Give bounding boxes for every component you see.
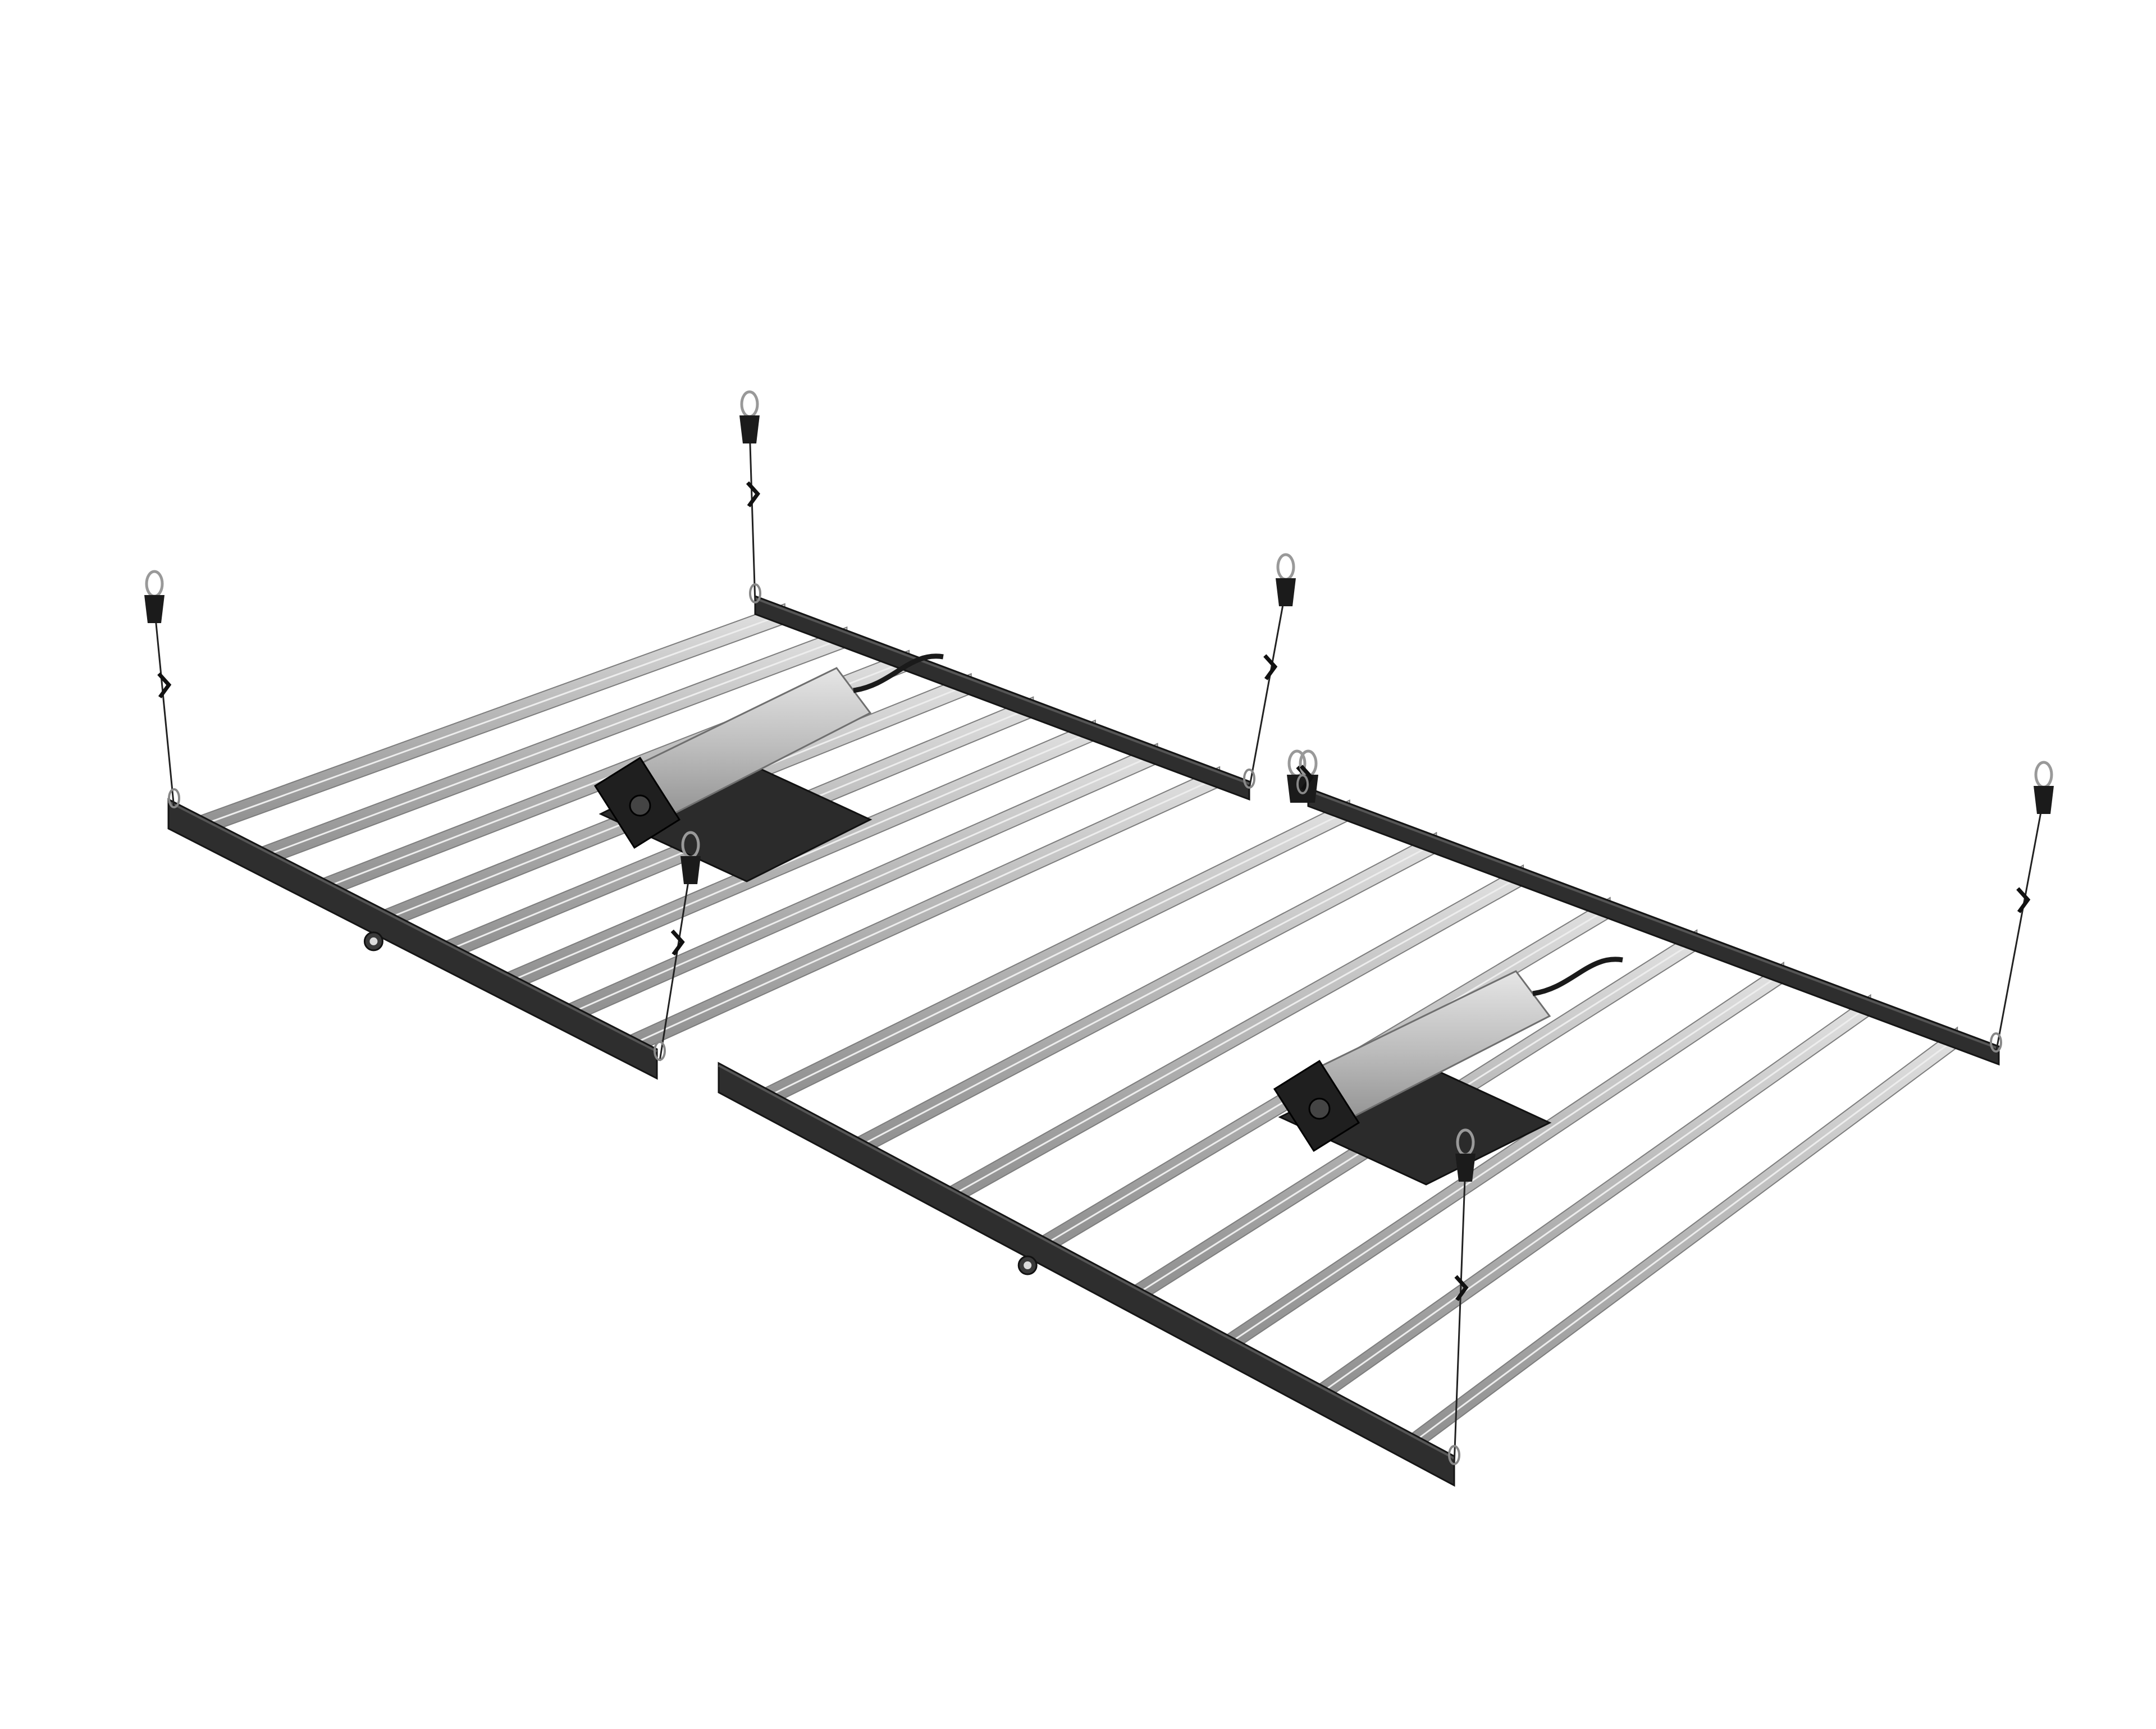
hanger-hook (1276, 553, 1295, 581)
ratchet-pulley (1298, 775, 1318, 803)
led-bar-highlight (762, 809, 1350, 1100)
hanger-carabiner (749, 583, 761, 603)
rope-hanger-group (1287, 749, 2054, 1466)
rope-hanger (1243, 553, 1296, 789)
led-bar-highlight (1409, 1036, 1958, 1446)
led-bar-highlight (1317, 1004, 1871, 1396)
front-rail-edge (168, 801, 657, 1053)
front-rail (167, 798, 658, 1080)
front-rail (718, 1062, 1455, 1487)
led-bar-highlight (627, 776, 1220, 1048)
hanger-rope (1453, 1164, 1467, 1466)
rope-lock (746, 481, 760, 507)
mount-hole-inner (1024, 1261, 1032, 1269)
ratchet-pulley (144, 595, 165, 623)
front-frame-rail (167, 798, 658, 1080)
dimmer-knob (629, 794, 651, 817)
led-bar-highlight (504, 729, 1096, 985)
led-bar-highlight (855, 841, 1437, 1149)
hanger-hook (740, 390, 759, 418)
front-frame-rail (718, 1062, 1455, 1487)
rope-hanger (144, 570, 180, 809)
hanger-rope (1248, 589, 1287, 789)
led-driver (1273, 957, 1623, 1186)
led-bar-highlight (1225, 972, 1784, 1347)
back-frame-rail (754, 594, 1250, 801)
hanger-hook (2034, 761, 2053, 789)
ratchet-pulley (1276, 578, 1296, 606)
rope-hanger-group (144, 390, 1296, 1062)
hanger-rope (153, 606, 175, 809)
rope-hanger (739, 390, 761, 604)
hanger-carabiner (168, 788, 180, 808)
rope-hanger (1296, 749, 1318, 803)
hanger-rope (1995, 797, 2045, 1053)
front-rail-edge (718, 1064, 1455, 1460)
ratchet-pulley (739, 415, 760, 443)
driver-cable (1532, 957, 1623, 996)
rope-hanger (1990, 761, 2054, 1053)
hanger-carabiner (1243, 769, 1255, 789)
hanger-rope (748, 426, 756, 604)
led-bar-highlight (947, 874, 1524, 1199)
rope-hanger (1448, 1128, 1476, 1466)
back-rail-edge (755, 597, 1250, 785)
mount-hole-inner (369, 937, 378, 945)
rope-lock (2016, 887, 2031, 913)
rope-lock (1299, 765, 1314, 791)
led-bar-highlight (197, 612, 785, 827)
ratchet-pulley (1455, 1154, 1476, 1182)
hanger-carabiner (1296, 774, 1309, 794)
rope-lock (1454, 1275, 1469, 1301)
left-grow-light-fixture (144, 390, 1296, 1080)
hanger-carabiner (1990, 1032, 2002, 1053)
hanger-hook (145, 570, 164, 598)
rope-lock (670, 929, 685, 956)
led-bar-highlight (565, 752, 1158, 1016)
rope-lock (157, 672, 172, 699)
led-driver (593, 653, 944, 882)
right-grow-light-fixture (718, 749, 2054, 1487)
ratchet-pulley (680, 856, 701, 884)
hanger-rope (659, 867, 692, 1062)
rope-hanger (654, 831, 701, 1062)
rope-lock (1263, 654, 1278, 680)
back-rail-edge (1308, 789, 1999, 1050)
driver-cable (853, 653, 944, 693)
dimmer-knob (1308, 1097, 1331, 1120)
hanger-carabiner (654, 1041, 666, 1061)
ratchet-pulley (2034, 786, 2054, 814)
hanger-carabiner (1448, 1445, 1460, 1465)
led-bar-highlight (259, 636, 847, 859)
back-rail (754, 594, 1250, 801)
